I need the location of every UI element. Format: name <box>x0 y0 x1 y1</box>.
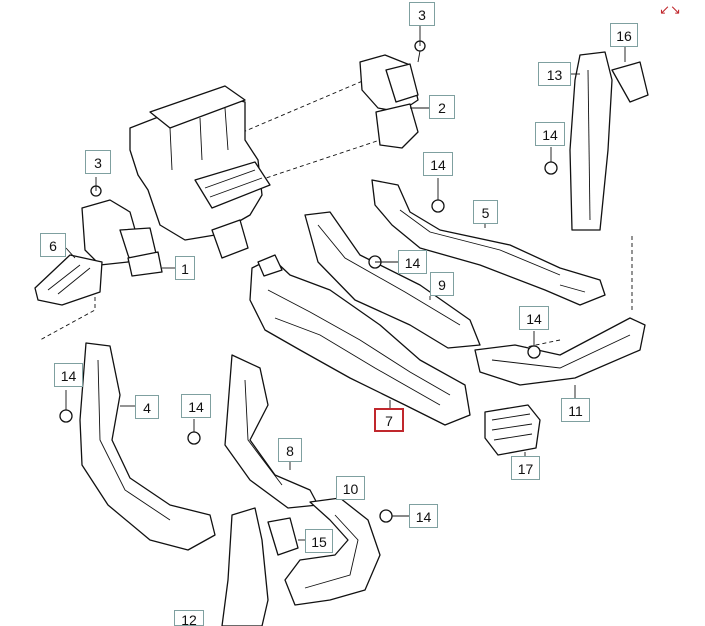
callout-part-9[interactable]: 9 <box>430 272 454 296</box>
left-duct-group <box>34 185 163 306</box>
expand-icon[interactable]: ↙↘ <box>659 2 681 17</box>
duct-part-4 <box>79 342 216 551</box>
duct-part-11 <box>474 317 646 386</box>
assembly-line <box>511 339 561 351</box>
callout-part-14[interactable]: 14 <box>409 504 438 528</box>
assembly-line <box>235 79 366 136</box>
callout-part-14[interactable]: 14 <box>423 152 453 176</box>
callout-part-2[interactable]: 2 <box>429 95 455 119</box>
duct-part-13 <box>569 51 649 231</box>
callout-part-4[interactable]: 4 <box>135 395 159 419</box>
leader-lines <box>65 26 626 541</box>
callout-part-14[interactable]: 14 <box>535 122 565 146</box>
callout-part-14[interactable]: 14 <box>398 250 427 274</box>
duct-part-7 <box>249 254 471 426</box>
duct-part-5 <box>371 179 606 306</box>
callout-part-8[interactable]: 8 <box>278 438 302 462</box>
callout-part-3[interactable]: 3 <box>409 2 435 26</box>
callout-part-5[interactable]: 5 <box>473 200 498 224</box>
callout-part-11[interactable]: 11 <box>561 398 590 422</box>
callout-part-6[interactable]: 6 <box>40 233 66 257</box>
vent-part-17 <box>484 404 541 456</box>
duct-part-8 <box>224 354 319 509</box>
callout-part-10[interactable]: 10 <box>336 476 365 500</box>
callout-part-1[interactable]: 1 <box>175 256 195 280</box>
duct-part-12 <box>221 507 299 626</box>
callout-part-15[interactable]: 15 <box>305 529 333 553</box>
assembly-line <box>259 139 381 181</box>
callout-part-14[interactable]: 14 <box>181 394 211 418</box>
top-vent-group <box>359 40 426 149</box>
callout-part-7-selected[interactable]: 7 <box>374 408 404 432</box>
callout-part-17[interactable]: 17 <box>511 456 540 480</box>
callout-part-13[interactable]: 13 <box>538 62 571 86</box>
callout-part-16[interactable]: 16 <box>610 23 638 47</box>
callout-part-12[interactable]: 12 <box>174 610 204 626</box>
duct-part-9 <box>304 211 481 349</box>
callout-part-14[interactable]: 14 <box>519 306 549 330</box>
duct-part-10 <box>284 497 381 606</box>
callout-part-3[interactable]: 3 <box>85 150 111 174</box>
callout-part-14[interactable]: 14 <box>54 363 83 387</box>
heater-box <box>129 85 271 259</box>
